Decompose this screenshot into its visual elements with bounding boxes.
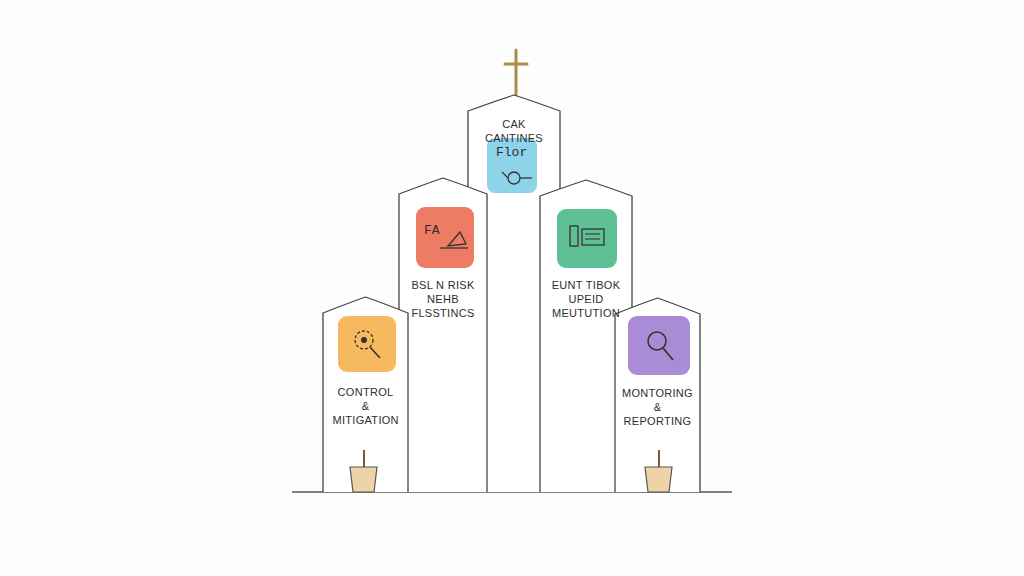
bucket (350, 450, 672, 492)
pillar-label: EUNT TIBOK UPEID MEUTUTION (551, 278, 621, 320)
icon-orange (338, 316, 396, 372)
pillar-label: CAK CANTINES (473, 117, 555, 145)
icon-blue (487, 138, 537, 193)
pillar-label: CONTROL & MITIGATION (333, 385, 399, 427)
pillar-label: MONTORING & REPORTING (622, 386, 694, 428)
pillar-label: BSL N RISK NEHB FLSSTINCS (411, 278, 475, 320)
icon-glyph: FA (424, 224, 440, 238)
icon-green (557, 209, 617, 268)
cross (505, 50, 527, 96)
pillar-shape (399, 178, 487, 492)
pillar-shape (323, 297, 408, 492)
pillar-shape (615, 298, 700, 492)
icon-purple (628, 316, 690, 375)
icon-red (416, 207, 474, 268)
icon-glyph: Flor (496, 146, 527, 160)
